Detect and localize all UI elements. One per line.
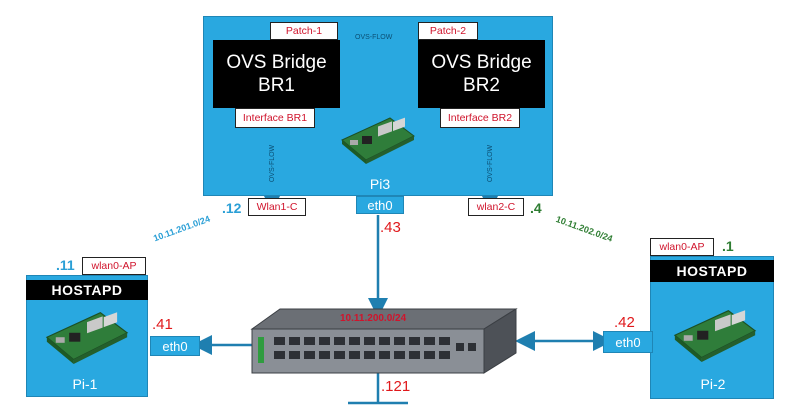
pi2-wlan0ap-tag: wlan0-AP	[650, 238, 714, 256]
pi3-label: Pi3	[369, 176, 391, 192]
network-switch-icon	[250, 308, 518, 374]
pi1-label: Pi-1	[72, 376, 98, 392]
pi1-eth0-address: .41	[152, 316, 173, 333]
pi3-eth0-address: .43	[380, 219, 401, 236]
wlan2c-tag: wlan2-C	[468, 198, 524, 216]
wlan2c-address: .4	[530, 200, 542, 216]
bridge-br1-title: OVS Bridge	[226, 52, 327, 73]
switch-uplink-address: .121	[381, 378, 411, 395]
pi1-wlan0ap-address: .11	[56, 257, 75, 273]
interface-br1-tag: Interface BR1	[235, 108, 315, 128]
raspberry-pi1-board-icon	[45, 312, 129, 364]
pi3-eth0-port: eth0	[356, 196, 404, 214]
pi2-hostapd-bar: HOSTAPD	[650, 260, 774, 282]
raspberry-pi2-board-icon	[673, 310, 757, 362]
ovs-flow-left-label: OVS-FLOW	[269, 144, 277, 183]
bridge-br2-title: OVS Bridge	[431, 52, 532, 73]
ovs-bridge-br1: OVS Bridge BR1	[213, 40, 340, 108]
pi2-eth0-port: eth0	[603, 331, 653, 353]
pi2-eth0-address: .42	[614, 314, 635, 331]
pi1-wlan0ap-tag: wlan0-AP	[82, 257, 146, 275]
bridge-br1-name: BR1	[258, 75, 295, 96]
ovs-flow-right-label: OVS-FLOW	[487, 144, 495, 183]
wlan1c-tag: Wlan1-C	[248, 198, 306, 216]
raspberry-pi3-board-icon	[341, 117, 415, 164]
switch-subnet-label: 10.11.200.0/24	[340, 313, 407, 324]
pi2-label: Pi-2	[700, 376, 726, 392]
pi2-wlan0ap-address: .1	[722, 238, 734, 254]
pi1-eth0-port: eth0	[150, 336, 200, 356]
wlan1c-address: .12	[222, 200, 242, 216]
patch1-tag: Patch-1	[270, 22, 338, 40]
bridge-br2-name: BR2	[463, 75, 500, 96]
ovs-flow-top-label: OVS-FLOW	[355, 34, 393, 41]
patch2-tag: Patch-2	[418, 22, 478, 40]
ovs-bridge-br2: OVS Bridge BR2	[418, 40, 545, 108]
pi1-hostapd-bar: HOSTAPD	[26, 280, 148, 300]
interface-br2-tag: Interface BR2	[440, 108, 520, 128]
